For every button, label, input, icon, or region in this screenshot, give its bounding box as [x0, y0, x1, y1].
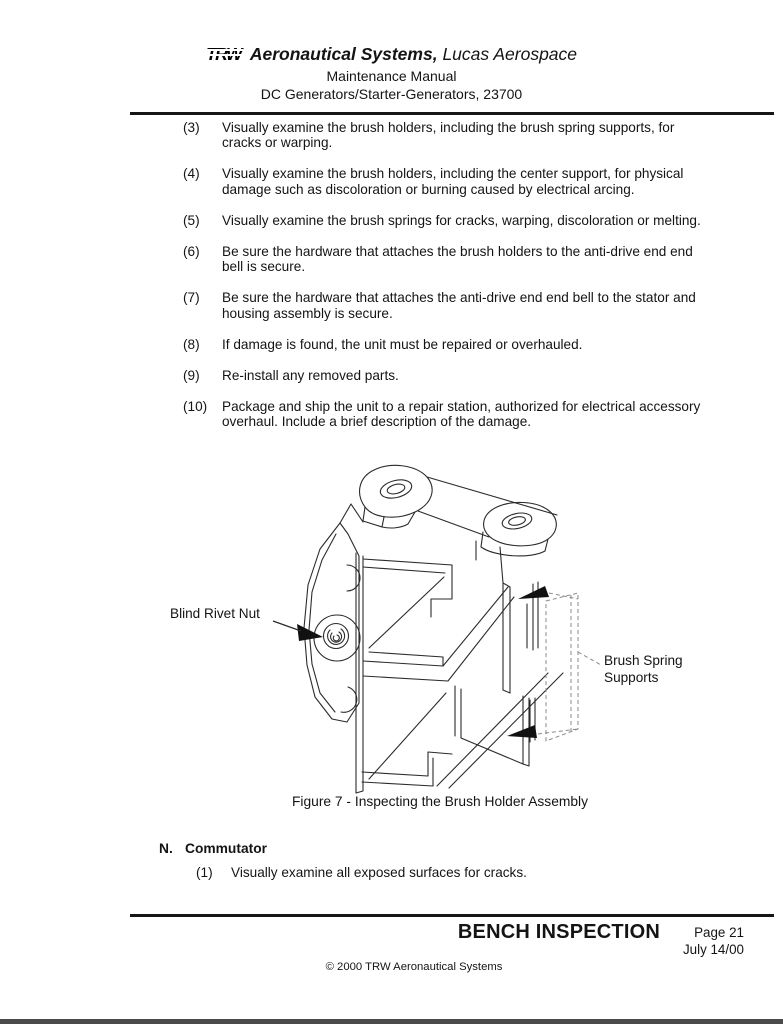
procedure-item-5: (5) Visually examine the brush springs f… [183, 213, 771, 228]
procedure-item-9: (9) Re-install any removed parts. [183, 368, 771, 383]
item-number: (4) [183, 166, 200, 182]
brand-line: TRW Aeronautical Systems, Lucas Aerospac… [0, 44, 783, 65]
item-number: (9) [183, 368, 200, 384]
header-rule [130, 112, 774, 115]
section-n-item-1: (1) Visually examine all exposed surface… [196, 865, 527, 880]
procedure-item-10: (10) Package and ship the unit to a repa… [183, 399, 771, 429]
section-n-heading: N. Commutator [159, 841, 267, 856]
item-text: Be sure the hardware that attaches the a… [222, 290, 696, 321]
brand-name: Aeronautical Systems, [249, 44, 438, 64]
item-text: Be sure the hardware that attaches the b… [222, 244, 693, 275]
procedure-item-3: (3) Visually examine the brush holders, … [183, 120, 771, 150]
item-number: (10) [183, 399, 208, 415]
item-number: (3) [183, 120, 200, 135]
section-letter: N. [159, 841, 173, 856]
page-header: TRW Aeronautical Systems, Lucas Aerospac… [0, 44, 783, 102]
item-number: (8) [183, 336, 200, 352]
item-text: Visually examine the brush holders, incl… [222, 166, 684, 197]
copyright-line: © 2000 TRW Aeronautical Systems [325, 961, 503, 973]
procedure-item-8: (8) If damage is found, the unit must be… [183, 337, 771, 352]
procedure-item-6: (6) Be sure the hardware that attaches t… [183, 244, 771, 274]
item-number: (5) [183, 212, 200, 228]
item-text: Visually examine all exposed surfaces fo… [231, 865, 527, 880]
item-number: (7) [183, 290, 200, 306]
trw-logo: TRW [206, 44, 245, 65]
item-text: If damage is found, the unit must be rep… [222, 336, 583, 352]
blind-rivet-nut-label: Blind Rivet Nut [170, 606, 260, 621]
manual-title: Maintenance Manual [326, 67, 457, 84]
section-title: Commutator [185, 841, 268, 856]
item-text: Re-install any removed parts. [222, 368, 399, 384]
procedure-item-7: (7) Be sure the hardware that attaches t… [183, 290, 771, 320]
page-number-date: Page 21 July 14/00 [610, 924, 744, 958]
figure-caption: Figure 7 - Inspecting the Brush Holder A… [291, 794, 588, 809]
item-number: (6) [183, 244, 200, 260]
page-number: Page 21 [694, 925, 744, 940]
item-number: (1) [196, 865, 213, 880]
brush-spring-supports-label: Brush Spring Supports [604, 653, 683, 685]
footer-section-title: BENCH INSPECTION [457, 921, 660, 943]
item-text: Visually examine the brush springs for c… [222, 212, 701, 228]
item-text: Visually examine the brush holders, incl… [222, 120, 675, 151]
brand-division: Lucas Aerospace [442, 44, 578, 64]
scan-edge-bar [0, 1019, 783, 1024]
procedure-list: (3) Visually examine the brush holders, … [183, 120, 771, 446]
procedure-item-4: (4) Visually examine the brush holders, … [183, 166, 771, 196]
item-text: Package and ship the unit to a repair st… [222, 399, 701, 430]
revision-date: July 14/00 [682, 942, 744, 957]
footer-rule [130, 914, 774, 917]
manual-subject: DC Generators/Starter-Generators, 23700 [260, 86, 523, 102]
